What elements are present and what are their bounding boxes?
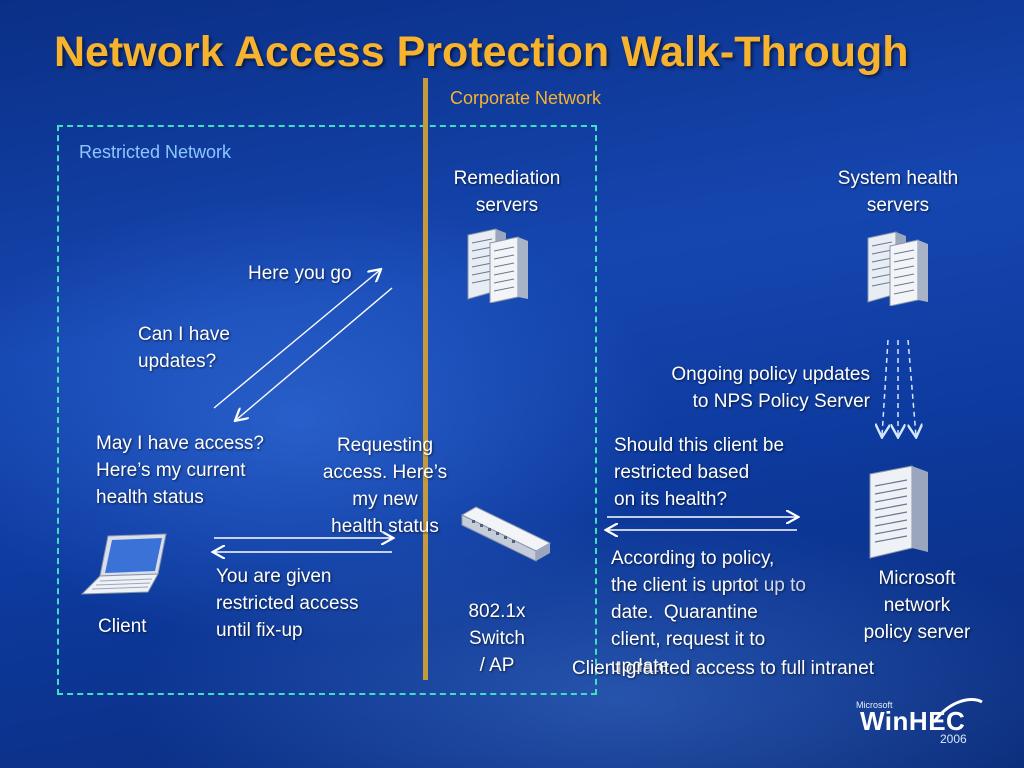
nps-server-label: Microsoft network policy server: [863, 568, 971, 643]
request-updates-arrow: [213, 270, 380, 409]
restricted-access-label: You are given restricted access until fi…: [216, 566, 359, 641]
policy-update-arrow-3: [907, 339, 916, 436]
client-label: Client: [98, 616, 147, 637]
updates-response-arrow: [236, 287, 393, 420]
switch-icon: [460, 506, 552, 562]
can-i-have-updates-label: Can I have updates?: [138, 324, 230, 372]
client-laptop-icon: [80, 533, 167, 595]
corporate-network-label: Corporate Network: [450, 88, 602, 108]
according-to-policy-label: According to policy, the client is up to…: [611, 548, 775, 677]
slide-title: Network Access Protection Walk-Through: [54, 28, 909, 76]
should-restrict-label: Should this client be restricted based o…: [614, 435, 785, 510]
system-health-server-icon: [867, 231, 928, 306]
here-you-go-label: Here you go: [248, 263, 352, 284]
according-overlay-label: not up to: [732, 575, 806, 596]
winhec-swoosh-icon: [932, 698, 983, 723]
remediation-server-icon: [467, 228, 528, 303]
restricted-network-label: Restricted Network: [79, 142, 232, 162]
restricted-network-zone: [57, 125, 597, 695]
ongoing-policy-updates-label: Ongoing policy updates to NPS Policy Ser…: [671, 364, 870, 412]
switch-label: 802.1x Switch / AP: [468, 601, 526, 676]
winhec-logo: WinHEC: [860, 706, 966, 736]
nps-server-icon: [869, 465, 928, 559]
remediation-servers-label: Remediation servers: [453, 168, 561, 216]
client-granted-access-label: Client granted access to full intranet: [572, 658, 875, 679]
system-health-servers-label: System health servers: [837, 168, 959, 216]
winhec-year: 2006: [940, 732, 967, 746]
may-i-have-access-label: May I have access? Here’s my current hea…: [96, 433, 264, 508]
policy-update-arrow-1: [882, 339, 888, 436]
microsoft-logo-text: Microsoft: [856, 700, 893, 710]
requesting-access-label: Requesting access. Here’s my new health …: [322, 435, 448, 537]
corporate-boundary-line: [423, 78, 428, 680]
